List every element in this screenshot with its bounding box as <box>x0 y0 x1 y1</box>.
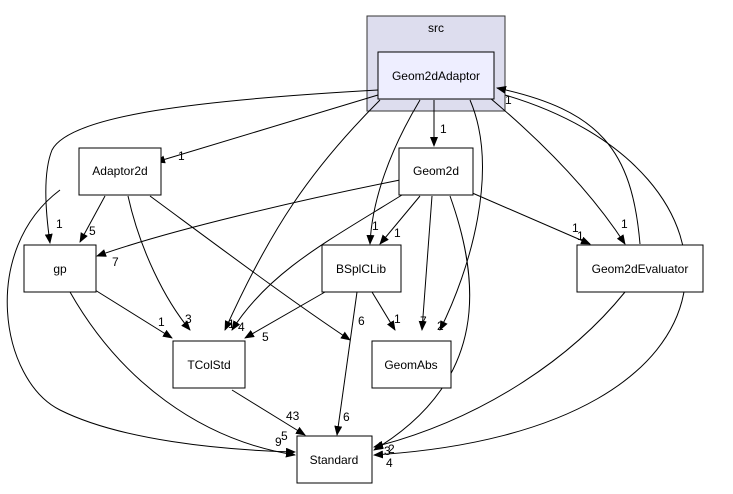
edge-geom2d-geomabs <box>418 195 433 331</box>
edge-label: 7 <box>112 255 119 269</box>
edge-geom2dadaptor-standard <box>373 94 687 459</box>
edge-evaluator-standard <box>373 291 626 449</box>
edge-label: 1 <box>228 317 235 331</box>
edge-labels: 1 1 1 1 1 1 1 1 2 4 5 3 6 5 7 1 4 7 2 1 … <box>56 93 628 470</box>
edge-geom2dadaptor-geomabs <box>439 99 483 331</box>
edges <box>6 85 687 459</box>
edge-bsplclib-standard <box>334 291 358 436</box>
node-geom2devaluator[interactable]: Geom2dEvaluator <box>576 244 704 293</box>
edge-label: 1 <box>621 217 628 231</box>
edge-label: 1 <box>372 219 379 233</box>
edge-label: 1 <box>505 93 512 107</box>
cluster-label: src <box>428 21 444 35</box>
edge-label: 6 <box>343 410 350 424</box>
edge-adaptor2d-gp <box>79 195 106 243</box>
edge-adaptor2d-geomabs <box>149 195 351 341</box>
edge-label: 1 <box>440 122 447 136</box>
node-label: TColStd <box>187 358 230 372</box>
edge-geom2d-gp <box>96 179 401 257</box>
node-bsplclib[interactable]: BSplCLib <box>321 244 402 293</box>
edge-label: 5 <box>281 429 288 443</box>
edge-geom2dadaptor-gp <box>44 89 379 244</box>
edge-label: 4 <box>238 320 245 334</box>
edge-label: 1 <box>394 312 401 326</box>
edge-gp-tcolstd <box>94 289 173 339</box>
edge-bsplclib-geomabs <box>371 291 396 331</box>
node-geomabs[interactable]: GeomAbs <box>371 340 452 389</box>
node-label: Geom2d <box>413 164 459 178</box>
node-label: Standard <box>310 453 359 467</box>
edge-adaptor2d-standard <box>6 189 296 456</box>
edge-evaluator-geom2dadaptor <box>496 85 641 245</box>
edge-label: 1 <box>56 217 63 231</box>
edge-geom2dadaptor-tcolstd <box>224 99 381 331</box>
edge-geom2d-bsplclib <box>379 195 421 245</box>
edge-label: 1 <box>178 149 185 163</box>
node-label: BSplCLib <box>336 262 386 276</box>
edge-geom2dadaptor-adaptor2d <box>155 94 379 164</box>
edge-label: 2 <box>437 319 444 333</box>
edge-label: 9 <box>275 435 282 449</box>
node-label: Geom2dAdaptor <box>392 69 480 83</box>
node-label: gp <box>53 262 67 276</box>
edge-label: 3 <box>185 312 192 326</box>
edge-label: 1 <box>394 226 401 240</box>
node-geom2dadaptor[interactable]: Geom2dAdaptor <box>377 51 495 100</box>
node-label: Adaptor2d <box>92 164 147 178</box>
edge-geom2dadaptor-bsplclib <box>366 99 421 245</box>
edge-label: 1 <box>158 315 165 329</box>
nodes: Geom2dAdaptor Adaptor2d Geom2d gp BSplCL… <box>23 51 704 484</box>
edge-label: 7 <box>420 314 427 328</box>
edge-label: 4 <box>386 456 393 470</box>
edge-label: 2 <box>388 442 395 456</box>
edge-geom2d-evaluator <box>469 191 591 245</box>
node-tcolstd[interactable]: TColStd <box>172 340 246 389</box>
edge-label: 6 <box>358 314 365 328</box>
edge-geom2d-standard <box>373 195 471 451</box>
edge-tcolstd-standard <box>231 389 306 436</box>
edge-geom2dadaptor-evaluator <box>489 97 626 245</box>
node-gp[interactable]: gp <box>23 244 97 293</box>
edge-label: 5 <box>89 224 96 238</box>
edge-geom2d-tcolstd <box>231 189 411 331</box>
edge-gp-standard <box>69 291 296 458</box>
edge-label: 1 <box>572 221 579 235</box>
node-adaptor2d[interactable]: Adaptor2d <box>78 147 162 196</box>
node-label: GeomAbs <box>384 358 437 372</box>
edge-label: 3 <box>384 444 391 458</box>
node-standard[interactable]: Standard <box>296 435 373 484</box>
edge-label: 1 <box>577 229 584 243</box>
node-label: Geom2dEvaluator <box>592 262 689 276</box>
edge-label: 5 <box>262 330 269 344</box>
edge-bsplclib-tcolstd <box>244 291 326 339</box>
edge-adaptor2d-tcolstd <box>127 195 191 331</box>
edge-label: 43 <box>286 409 300 423</box>
node-geom2d[interactable]: Geom2d <box>398 147 474 196</box>
